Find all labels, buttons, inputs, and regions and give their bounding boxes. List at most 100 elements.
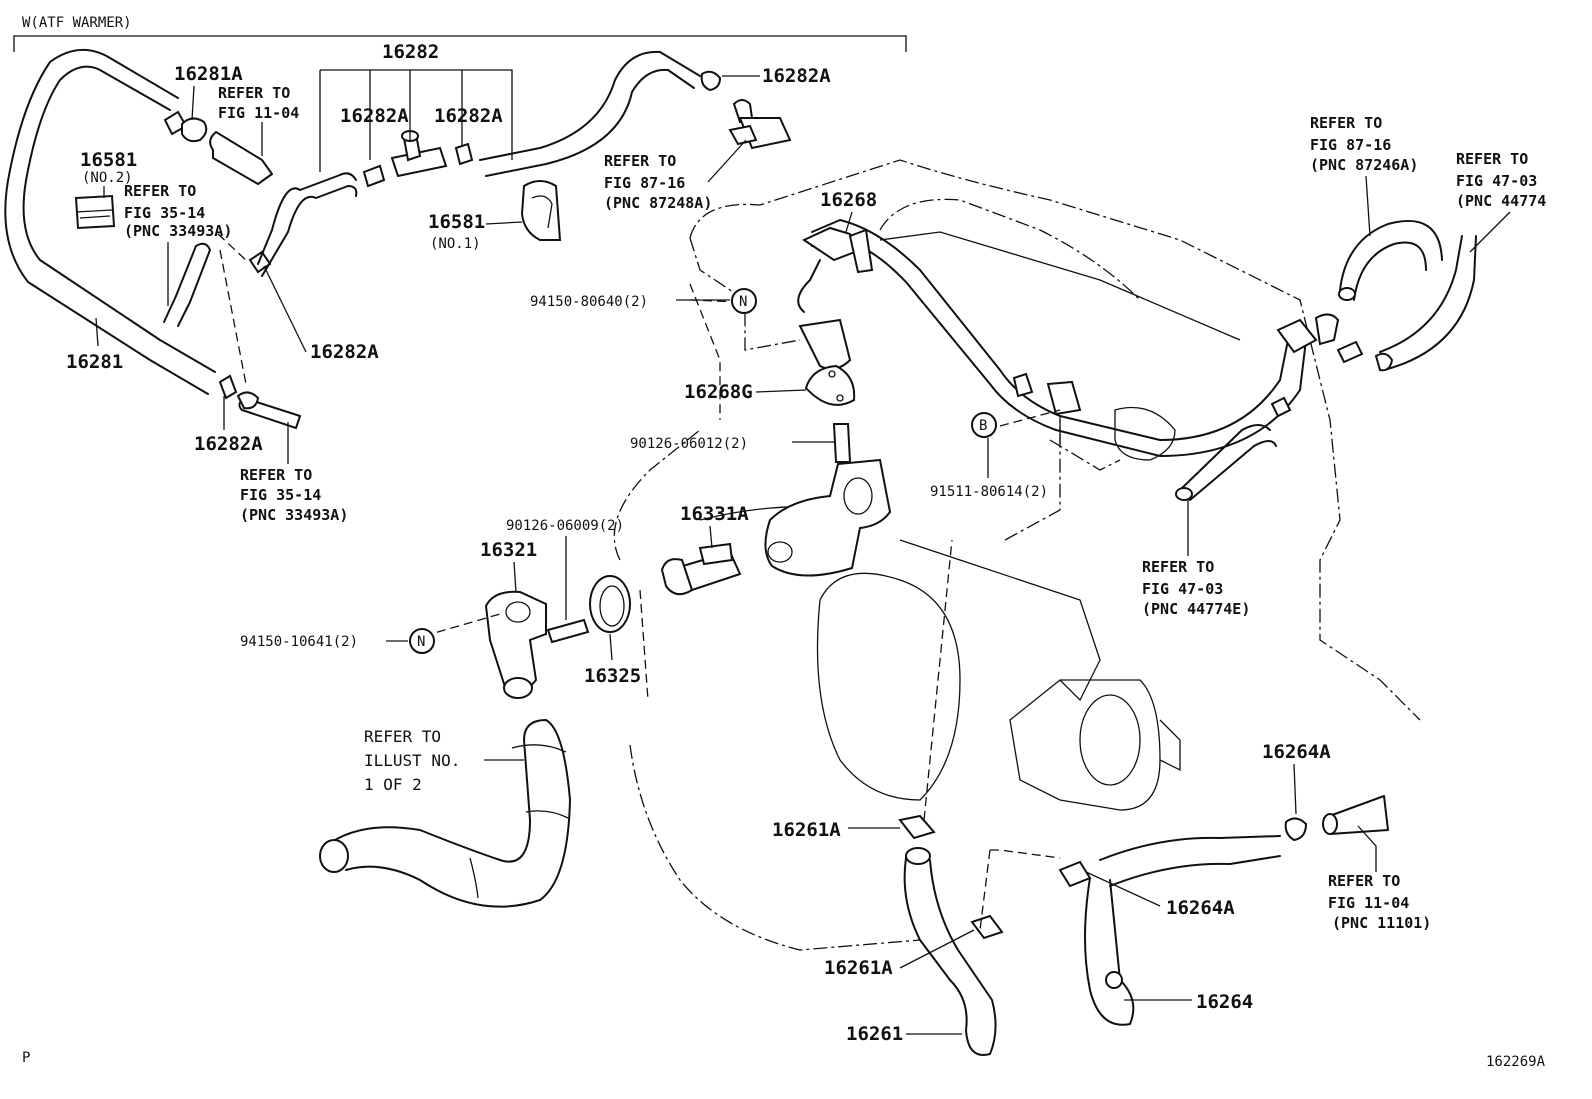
label-16261A-bottom: 16261A — [824, 957, 893, 979]
leader-16325 — [609, 633, 613, 661]
label-16282A-top-right: 16282A — [762, 65, 831, 87]
ref-fig35-top-line3: (PNC 33493A) — [124, 222, 232, 240]
leader-16281 — [95, 317, 99, 347]
label-16325: 16325 — [584, 665, 641, 687]
section-bracket — [13, 35, 907, 52]
label-16581-no2-note: (NO.2) — [82, 170, 133, 186]
hose-16264 — [1058, 795, 1389, 1026]
leader-16331A — [709, 525, 713, 549]
label-94150-10641: 94150-10641(2) — [240, 634, 358, 650]
hose-refer-illust — [319, 719, 571, 908]
leader-16282A-mid — [263, 265, 307, 353]
hose-16261 — [898, 814, 1004, 1056]
label-16264A-top: 16264A — [1262, 741, 1331, 763]
ref-fig87-right: REFER TO FIG 87-16 (PNC 87246A) — [1310, 114, 1418, 237]
ref-fig47-mid-line1: REFER TO — [1142, 558, 1214, 576]
ref-fig35-bottom: REFER TO FIG 35-14 (PNC 33493A) — [240, 422, 348, 524]
ref-fig47-right: REFER TO FIG 47-03 (PNC 44774 — [1456, 150, 1546, 253]
ref-fig11-top-line1: REFER TO — [218, 84, 290, 102]
ref-illust-line2: ILLUST NO. — [364, 751, 460, 770]
ref-fig35-bottom-line2: FIG 35-14 — [240, 486, 321, 504]
label-16268G: 16268G — [684, 381, 753, 403]
leader-16264A-mid — [1085, 871, 1161, 907]
stud-90126-06012 — [832, 423, 852, 463]
gasket-16325 — [589, 575, 631, 633]
label-90126-06009: 90126-06009(2) — [506, 518, 624, 534]
leader-16264A-top — [1293, 763, 1297, 815]
stud-90126-06009 — [546, 618, 590, 644]
bracket-16282 — [319, 69, 513, 172]
clamp-16581-no1 — [520, 180, 562, 241]
clamp-16282A-top-right — [700, 70, 722, 92]
ref-fig47-right-line2: FIG 47-03 — [1456, 172, 1537, 190]
ref-fig11-bottom: REFER TO FIG 11-04 (PNC 11101) — [1328, 825, 1431, 932]
hose-upper-right — [479, 50, 701, 177]
ref-fig35-bottom-line1: REFER TO — [240, 466, 312, 484]
ref-fig11-bottom-line3: (PNC 11101) — [1332, 914, 1431, 932]
ref-fig47-mid: REFER TO FIG 47-03 (PNC 44774E) — [1142, 500, 1250, 618]
water-outlet-housing — [764, 458, 892, 577]
ref-fig35-top-line1: REFER TO — [124, 182, 196, 200]
ref-fig11-top: REFER TO FIG 11-04 — [218, 84, 299, 156]
ref-fig87-mid-line1: REFER TO — [604, 152, 676, 170]
label-16331A: 16331A — [680, 503, 749, 525]
ref-fig11-bottom-line1: REFER TO — [1328, 872, 1400, 890]
ref-fig87-mid-line3: (PNC 87248A) — [604, 194, 712, 212]
water-inlet-16321 — [484, 590, 547, 699]
leader-16268 — [845, 211, 853, 233]
symbol-n-lower — [409, 628, 435, 654]
leader-16581-no1 — [485, 221, 523, 225]
label-16282: 16282 — [382, 41, 439, 63]
corner-mark: P — [22, 1050, 30, 1066]
ref-fig35-top: REFER TO FIG 35-14 (PNC 33493A) — [124, 182, 232, 306]
label-16281: 16281 — [66, 351, 123, 373]
hose-refer-fig87-right — [1338, 219, 1443, 301]
ref-illust-line3: 1 OF 2 — [364, 775, 422, 794]
ref-fig47-mid-line3: (PNC 44774E) — [1142, 600, 1250, 618]
label-16264: 16264 — [1196, 991, 1253, 1013]
label-91511-80614: 91511-80614(2) — [930, 484, 1048, 500]
pipe-refer-fig35-top — [163, 242, 211, 327]
hose-16281 — [4, 48, 216, 395]
label-16282A-mid: 16282A — [310, 341, 379, 363]
label-94150-80640: 94150-80640(2) — [530, 294, 648, 310]
ref-fig11-bottom-line2: FIG 11-04 — [1328, 894, 1409, 912]
ref-fig47-mid-line2: FIG 47-03 — [1142, 580, 1223, 598]
leader-16321 — [513, 561, 517, 593]
pipe-refer-fig35-bottom — [236, 391, 301, 429]
engine-body — [699, 231, 1241, 811]
leader-16281A — [191, 85, 195, 121]
label-16321: 16321 — [480, 539, 537, 561]
ref-fig47-right-line3: (PNC 44774 — [1456, 192, 1546, 210]
symbol-n-lower-text: N — [417, 634, 425, 650]
label-16282A-bottom: 16282A — [194, 433, 263, 455]
pipe-refer-fig87-mid — [728, 99, 792, 150]
thermostat-16331A — [660, 542, 742, 596]
symbol-b-text: B — [979, 418, 987, 434]
ref-fig87-mid: REFER TO FIG 87-16 (PNC 87248A) — [604, 139, 747, 212]
clamp-16581-no2 — [74, 194, 116, 230]
symbol-n-upper-text: N — [739, 294, 747, 310]
ref-fig87-mid-line2: FIG 87-16 — [604, 174, 685, 192]
clamp-16282A-bottom — [218, 374, 238, 400]
dashed-leaders — [217, 233, 1061, 931]
label-90126-06012: 90126-06012(2) — [630, 436, 748, 452]
hose-refer-fig11-top — [209, 131, 273, 185]
symbol-b — [971, 412, 997, 438]
ref-fig11-top-line2: FIG 11-04 — [218, 104, 299, 122]
ref-fig87-right-line2: FIG 87-16 — [1310, 136, 1391, 154]
symbol-n-upper — [731, 288, 757, 314]
hose-refer-fig47-right — [1374, 235, 1477, 372]
ref-illust: REFER TO ILLUST NO. 1 OF 2 — [364, 727, 524, 794]
pipe-16282 — [362, 130, 474, 188]
ref-fig35-bottom-line3: (PNC 33493A) — [240, 506, 348, 524]
ref-fig87-right-line1: REFER TO — [1310, 114, 1382, 132]
hose-refer-fig47-mid — [1175, 424, 1277, 501]
ref-fig47-right-line1: REFER TO — [1456, 150, 1528, 168]
section-title: W(ATF WARMER) — [22, 15, 132, 31]
ref-fig35-top-line2: FIG 35-14 — [124, 204, 205, 222]
hose-upper-left — [257, 172, 358, 277]
figure-id: 162269A — [1486, 1054, 1546, 1070]
label-16268: 16268 — [820, 189, 877, 211]
